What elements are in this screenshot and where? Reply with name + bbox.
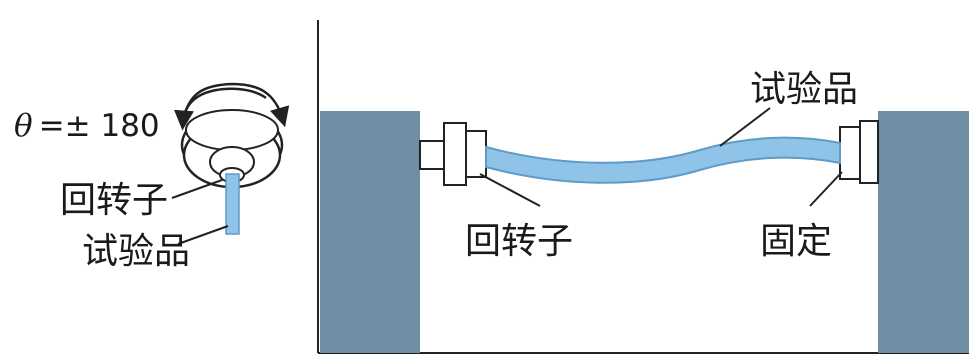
right-rotor-leader [479,173,541,207]
right-side-view: 试验品 回转子 固定 [317,20,969,354]
right-specimen-tube [485,136,841,184]
left-specimen-leader [177,225,229,245]
right-fixed-label: 固定 [760,221,832,262]
rotor-chuck [419,122,487,186]
right-specimen-label: 试验品 [750,69,858,110]
angle-value: =± 180 [39,108,160,144]
rotor-end-body [180,109,284,189]
right-specimen-leader [719,107,771,147]
right-rotor-label: 回转子 [465,221,573,262]
right-fixed-leader [809,171,843,207]
left-rotor-leader [171,179,223,199]
fixed-clamp [839,120,879,184]
right-fixture-block [878,111,969,353]
left-end-view: θ=± 180 回转子 试验品 [14,82,290,272]
left-rotor-label: 回转子 [60,180,168,221]
rotation-arrow-icon [173,82,290,131]
angle-symbol: θ [14,108,33,144]
left-specimen-label: 试验品 [82,231,190,272]
left-fixture-block [320,111,420,353]
left-specimen-tube [225,173,240,235]
rotation-angle-label: θ=± 180 [14,108,160,144]
